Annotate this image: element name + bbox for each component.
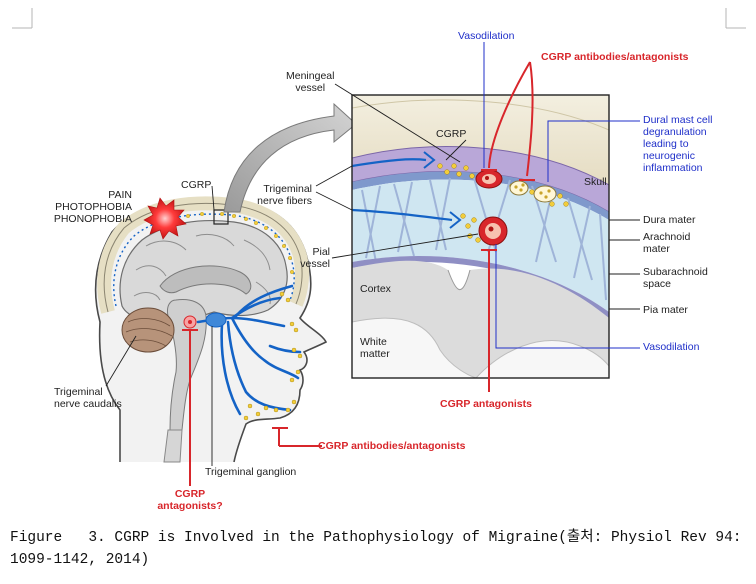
zoom-region-box [213, 209, 229, 225]
label-cortex: Cortex [360, 283, 391, 295]
leader-lines [105, 83, 640, 466]
cerebellum [121, 307, 175, 353]
label-trigeminal-nerve-caudalis: Trigeminal nerve caudalis [54, 386, 122, 410]
label-cgrp-antibodies-face: CGRP antibodies/antagonists [318, 440, 466, 452]
label-vasodilation-bottom: Vasodilation [643, 341, 700, 353]
antagonist-markers [182, 61, 535, 486]
mast-cell-line [547, 120, 640, 182]
label-meningeal-vessel: Meningeal vessel [286, 70, 335, 94]
pain-burst [143, 197, 187, 240]
cgrp-dots-face [243, 291, 303, 421]
spinal-cord [163, 429, 183, 463]
nerve-fiber-dura [352, 158, 427, 168]
mast-cell-2 [533, 185, 557, 203]
zoom-arrow [223, 102, 357, 213]
label-pial-vessel: Pial vessel [300, 246, 330, 270]
nerve-fiber-pial [352, 208, 453, 222]
inset-frame [351, 94, 610, 379]
label-skull: Skull [584, 176, 607, 188]
label-arachnoid-mater: Arachnoid mater [643, 231, 691, 255]
white-matter-layer [352, 317, 477, 378]
vasodilation-bottom-line [495, 244, 640, 349]
label-pain-symptoms: PAIN PHOTOPHOBIA PHONOPHOBIA [53, 189, 132, 225]
subarachnoid-layer [352, 179, 609, 312]
label-dural-mast-cell: Dural mast cell degranulation leading to… [643, 114, 713, 174]
inset-panel [352, 95, 609, 378]
trigeminal-nerve-branches [196, 284, 302, 416]
trigeminal-ganglion [205, 312, 227, 328]
figure-caption: Figure 3. CGRP is Involved in the Pathop… [10, 530, 751, 568]
label-trigeminal-nerve-fibers: Trigeminal nerve fibers [257, 183, 312, 207]
label-cgrp-inset: CGRP [436, 128, 467, 140]
label-dura-mater: Dura mater [643, 214, 696, 226]
label-pia-mater: Pia mater [643, 304, 688, 316]
label-subarachnoid-space: Subarachnoid space [643, 266, 708, 290]
label-cgrp-head: CGRP [181, 179, 212, 191]
label-cgrp-antagonists-question: CGRP antagonists? [157, 488, 223, 512]
label-cgrp-antagonists: CGRP antagonists [440, 398, 532, 410]
mast-cell-1 [509, 180, 529, 196]
label-trigeminal-ganglion: Trigeminal ganglion [205, 466, 297, 478]
label-cgrp-antibodies-top: CGRP antibodies/antagonists [541, 51, 689, 63]
dura-outline [113, 213, 295, 307]
head-illustration [94, 196, 328, 463]
label-vasodilation-top: Vasodilation [458, 30, 515, 42]
label-white-matter: White matter [360, 336, 390, 360]
